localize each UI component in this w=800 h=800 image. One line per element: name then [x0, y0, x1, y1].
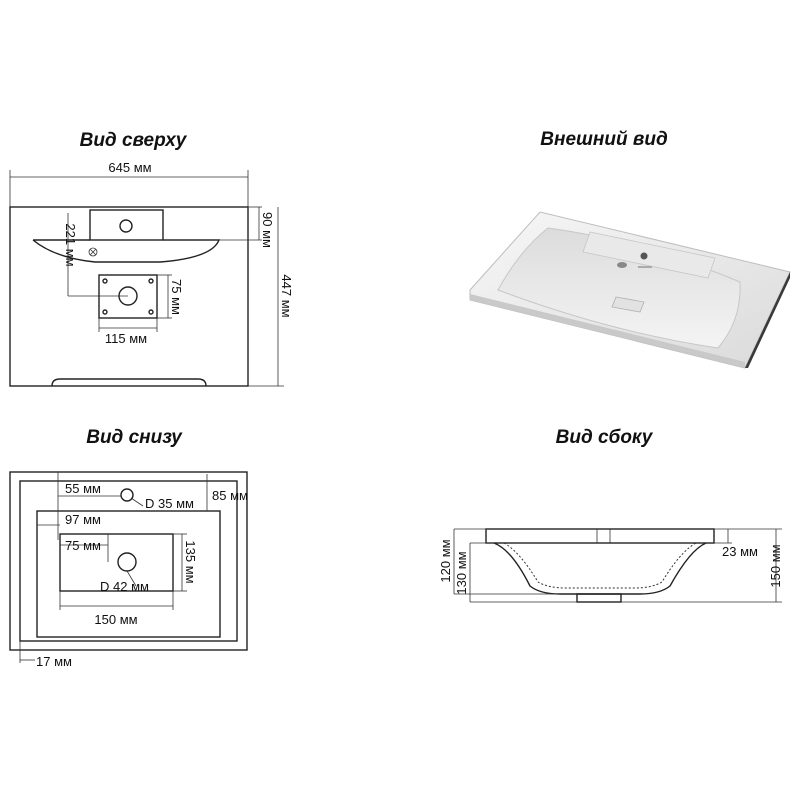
side-view-title: Вид сбоку	[556, 427, 654, 448]
dim-130-label: 130 мм	[454, 551, 469, 594]
tap-hole-bottom-icon	[120, 488, 134, 502]
side-view: Вид сбоку 120 мм 130 мм 23 мм 150 мм	[438, 427, 783, 603]
sink-front-edge	[470, 294, 745, 368]
side-bowl-outer	[493, 542, 707, 595]
drain-hole-icon	[118, 286, 138, 306]
dim-d35-label: D 35 мм	[145, 496, 194, 511]
drain-3d	[611, 296, 645, 313]
sink-bowl	[497, 227, 741, 349]
side-bowl-inner	[503, 542, 697, 589]
bottom-basin-rect	[36, 510, 221, 638]
drain-height-label: 75 мм	[169, 279, 184, 315]
drain-hole-bottom-icon	[117, 552, 137, 572]
ledge-label: 90 мм	[260, 212, 275, 248]
tap-hole-3d-icon	[640, 252, 648, 260]
bottom-drain-rect	[59, 533, 174, 592]
dim-85-label: 85 мм	[212, 488, 248, 503]
side-slab	[485, 528, 715, 544]
dim-97-label: 97 мм	[65, 512, 101, 527]
drain-plate	[98, 274, 158, 319]
top-view-title: Вид сверху	[80, 130, 188, 151]
dim-75-label: 75 мм	[65, 538, 101, 553]
overflow-icon	[88, 247, 98, 257]
hole-offset-label: 221 мм	[63, 223, 78, 266]
dim-55-label: 55 мм	[65, 481, 101, 496]
sink-side-edge	[745, 272, 790, 368]
side-drain	[576, 593, 622, 603]
bottom-view: Вид снизу 55 мм D 35 мм 85 мм 97 мм 75 м…	[9, 427, 248, 669]
overflow-3d-icon	[617, 262, 627, 268]
exterior-view: Внешний вид	[469, 129, 791, 369]
bottom-view-title: Вид снизу	[86, 427, 183, 448]
brand-mark	[638, 266, 652, 268]
tap-hole-icon	[119, 219, 133, 233]
top-outline	[9, 206, 249, 387]
top-view: Вид сверху 645 мм 221 мм 90 мм 447 мм	[9, 130, 294, 387]
drain-width-label: 115 мм	[105, 331, 147, 346]
bottom-outline	[9, 471, 248, 651]
dim-d42-label: D 42 мм	[100, 579, 149, 594]
width-label: 645 мм	[108, 160, 151, 175]
dim-120-label: 120 мм	[438, 539, 453, 582]
exterior-view-title: Внешний вид	[540, 129, 668, 150]
dim-23-label: 23 мм	[722, 544, 758, 559]
tap-ledge	[89, 209, 164, 241]
bottom-inner-rim	[19, 480, 238, 642]
dim-150h-label: 150 мм	[768, 544, 783, 587]
dim-135-label: 135 мм	[183, 540, 198, 583]
dim-150-label: 150 мм	[94, 612, 137, 627]
front-lip	[51, 378, 207, 387]
depth-label: 447 мм	[279, 274, 294, 317]
sink-tap-ledge	[582, 231, 716, 279]
dim-17-label: 17 мм	[36, 654, 72, 669]
basin-rim	[32, 239, 221, 263]
